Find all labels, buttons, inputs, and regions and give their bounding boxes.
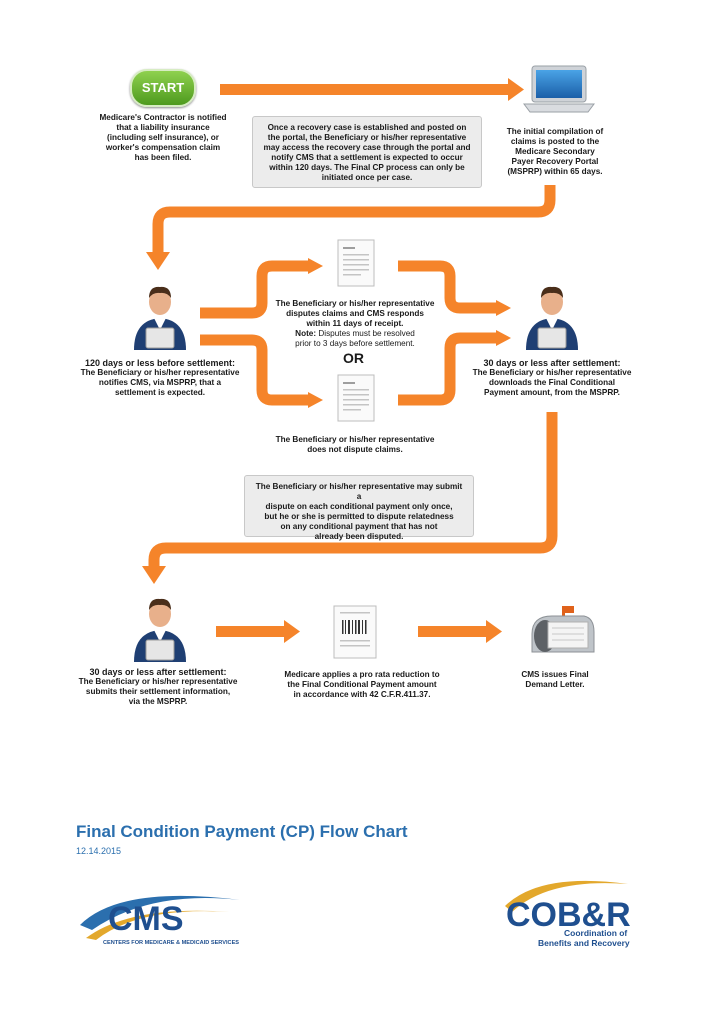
step-line: (MSPRP) within 65 days. xyxy=(507,167,603,176)
barcode-document-icon xyxy=(333,605,377,659)
beneficiary-icon-1 xyxy=(134,286,186,350)
note-line: may access the recovery case through the… xyxy=(263,143,471,152)
branch-line: prior to 3 days before settlement. xyxy=(295,339,415,348)
branch-line: The Beneficiary or his/her representativ… xyxy=(275,435,435,444)
note-line: on any conditional payment that has not xyxy=(280,522,438,531)
branch-line: The Beneficiary or his/her representativ… xyxy=(275,299,435,308)
step-line: The Beneficiary or his/her representativ… xyxy=(78,677,238,686)
step-line: has been filed. xyxy=(134,153,192,162)
document-icon-no-dispute xyxy=(337,374,375,422)
mailbox-icon xyxy=(531,606,595,653)
arrow-to-no-dispute xyxy=(200,334,310,406)
page-date: 12.14.2015 xyxy=(76,846,122,856)
branch-line: within 11 days of receipt. xyxy=(306,319,404,328)
step-line: Medicare Secondary xyxy=(515,147,595,156)
page-title: Final Condition Payment (CP) Flow Chart xyxy=(76,822,408,841)
step-final-demand-letter: CMS issues Final Demand Letter. xyxy=(500,670,610,690)
step-line: Demand Letter. xyxy=(525,680,585,689)
step-line: settlement is expected. xyxy=(114,388,206,397)
note-dispute-once: The Beneficiary or his/her representativ… xyxy=(244,475,474,541)
cms-logo-subtitle: CENTERS FOR MEDICARE & MEDICAID SERVICES xyxy=(103,940,239,946)
step-line: submits their settlement information, xyxy=(85,687,231,696)
cobr-logo: COB&R Coordination of Benefits and Recov… xyxy=(505,880,631,948)
branch-line: does not dispute claims. xyxy=(307,445,403,454)
step-line: (including self insurance), or xyxy=(107,133,219,142)
document-icon-dispute xyxy=(337,239,375,287)
step-heading: 120 days or less before settlement: xyxy=(84,358,236,368)
branch-dispute: The Beneficiary or his/her representativ… xyxy=(270,299,440,349)
arrow-reduction-to-letter xyxy=(418,620,502,643)
arrow-submit-to-reduction xyxy=(216,620,300,643)
arrow-download-to-submit xyxy=(148,412,558,568)
step-notify-settlement: 120 days or less before settlement: The … xyxy=(70,358,250,398)
start-node: START xyxy=(130,69,196,107)
note-line: but he or she is permitted to dispute re… xyxy=(264,512,454,521)
note-line: within 120 days. The Final CP process ca… xyxy=(269,163,465,172)
note-line: the portal, the Beneficiary or his/her r… xyxy=(267,133,467,142)
branch-line: Disputes must be resolved xyxy=(318,329,415,338)
step-line: the Final Conditional Payment amount xyxy=(287,680,437,689)
step-line: The Beneficiary or his/her representativ… xyxy=(80,368,240,377)
note-line: notify CMS that a settlement is expected… xyxy=(271,153,463,162)
cms-logo: CMS CENTERS FOR MEDICARE & MEDICAID SERV… xyxy=(80,895,240,946)
cobr-logo-subtitle-1: Coordination of xyxy=(564,928,627,938)
step-line: downloads the Final Conditional xyxy=(489,378,615,387)
arrow-portal-to-beneficiary xyxy=(152,185,556,255)
note-line: Once a recovery case is established and … xyxy=(267,123,467,132)
step-line: notifies CMS, via MSPRP, that a xyxy=(98,378,222,387)
branch-no-dispute: The Beneficiary or his/her representativ… xyxy=(270,435,440,455)
branch-line: disputes claims and CMS responds xyxy=(286,309,424,318)
step-line: Medicare's Contractor is notified xyxy=(99,113,227,122)
step-line: The Beneficiary or his/her representativ… xyxy=(472,368,632,377)
arrow-to-dispute xyxy=(200,260,310,319)
step-line: that a liability insurance xyxy=(116,123,210,132)
step-line: claims is posted to the xyxy=(510,137,600,146)
step-line: via the MSPRP. xyxy=(128,697,188,706)
note-line: initiated once per case. xyxy=(321,173,413,182)
note-line: The Beneficiary or his/her representativ… xyxy=(255,482,463,501)
beneficiary-icon-2 xyxy=(526,286,578,350)
step-download-final: 30 days or less after settlement: The Be… xyxy=(462,358,642,398)
step-heading: 30 days or less after settlement: xyxy=(483,358,621,368)
step-heading: 30 days or less after settlement: xyxy=(89,667,227,677)
cobr-logo-subtitle-2: Benefits and Recovery xyxy=(538,938,630,948)
step-line: Payment amount, from the MSPRP. xyxy=(484,388,620,397)
note-line: already been disputed. xyxy=(314,532,404,541)
or-label: OR xyxy=(343,350,364,366)
step-contractor-notified: Medicare's Contractor is notified that a… xyxy=(88,113,238,163)
step-line: The initial compilation of xyxy=(506,127,604,136)
step-line: in accordance with 42 C.F.R.411.37. xyxy=(293,690,431,699)
note-recovery-case: Once a recovery case is established and … xyxy=(252,116,482,188)
arrow-dispute-to-download xyxy=(398,260,498,314)
step-line: Medicare applies a pro rata reduction to xyxy=(284,670,440,679)
step-line: worker's compensation claim xyxy=(105,143,221,152)
note-label: Note: xyxy=(295,329,317,338)
step-line: CMS issues Final xyxy=(521,670,589,679)
step-initial-compilation: The initial compilation of claims is pos… xyxy=(490,127,620,177)
beneficiary-icon-3 xyxy=(134,598,186,662)
step-line: Payer Recovery Portal xyxy=(511,157,599,166)
arrow-no-dispute-to-download xyxy=(398,332,498,406)
cms-logo-text: CMS xyxy=(108,900,184,938)
step-submit-settlement: 30 days or less after settlement: The Be… xyxy=(68,667,248,707)
step-pro-rata-reduction: Medicare applies a pro rata reduction to… xyxy=(276,670,448,700)
laptop-icon xyxy=(523,65,595,113)
note-line: dispute on each conditional payment only… xyxy=(265,502,453,511)
arrow-start-to-portal xyxy=(220,78,524,101)
cobr-logo-text: COB&R xyxy=(506,896,631,934)
